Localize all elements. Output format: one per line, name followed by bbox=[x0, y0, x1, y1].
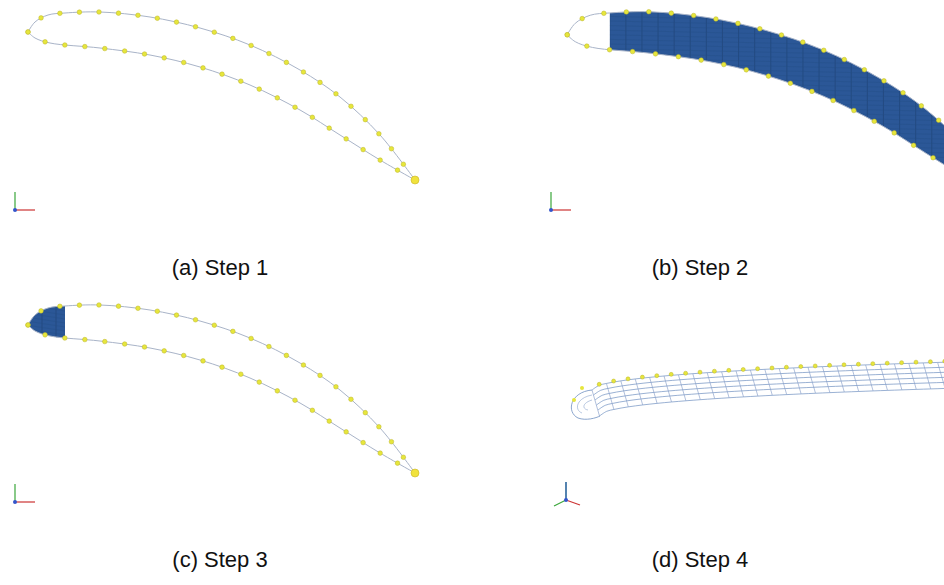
airfoil-section bbox=[565, 0, 944, 281]
mesh-fill bbox=[0, 273, 65, 533]
airfoil-section bbox=[0, 273, 419, 539]
axis-triad bbox=[13, 192, 35, 212]
axis-triad bbox=[13, 484, 35, 504]
panel-caption: (b) Step 2 bbox=[649, 255, 752, 281]
wireframe-blade bbox=[571, 359, 944, 419]
axis-triad bbox=[554, 482, 580, 506]
panel-caption: (d) Step 4 bbox=[649, 547, 752, 573]
panel-caption: (a) Step 1 bbox=[169, 255, 272, 281]
panel-caption: (c) Step 3 bbox=[169, 547, 270, 573]
airfoil-section bbox=[26, 10, 419, 184]
axis-triad bbox=[549, 192, 571, 212]
mesh-fill bbox=[610, 0, 944, 274]
